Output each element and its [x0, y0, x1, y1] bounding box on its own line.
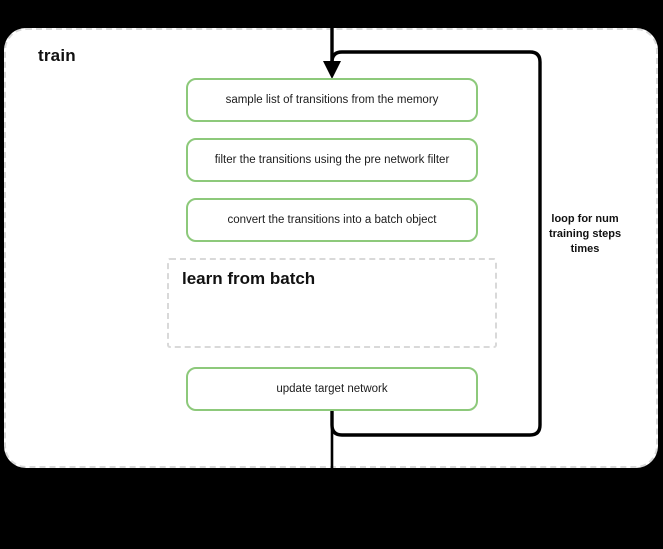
- node-convert-to-batch-label: convert the transitions into a batch obj…: [227, 213, 437, 226]
- subgraph-learn-from-batch-title: learn from batch: [182, 269, 316, 288]
- loop-caption: loop for num training steps times: [544, 212, 626, 257]
- scope-title-train: train: [38, 46, 76, 65]
- loop-caption-line-2: training steps: [548, 227, 622, 240]
- node-convert-to-batch[interactable]: convert the transitions into a batch obj…: [186, 198, 478, 242]
- node-sample-transitions-label: sample list of transitions from the memo…: [225, 93, 439, 106]
- node-update-target-network[interactable]: update target network: [186, 367, 478, 411]
- node-update-target-network-label: update target network: [276, 382, 388, 395]
- loop-caption-line-1: loop for num: [551, 213, 619, 225]
- node-filter-transitions[interactable]: filter the transitions using the pre net…: [186, 138, 478, 182]
- loop-caption-line-3: times: [570, 242, 600, 255]
- node-filter-transitions-label: filter the transitions using the pre net…: [214, 153, 450, 166]
- subgraph-learn-from-batch: learn from batch: [167, 258, 497, 348]
- node-sample-transitions[interactable]: sample list of transitions from the memo…: [186, 78, 478, 122]
